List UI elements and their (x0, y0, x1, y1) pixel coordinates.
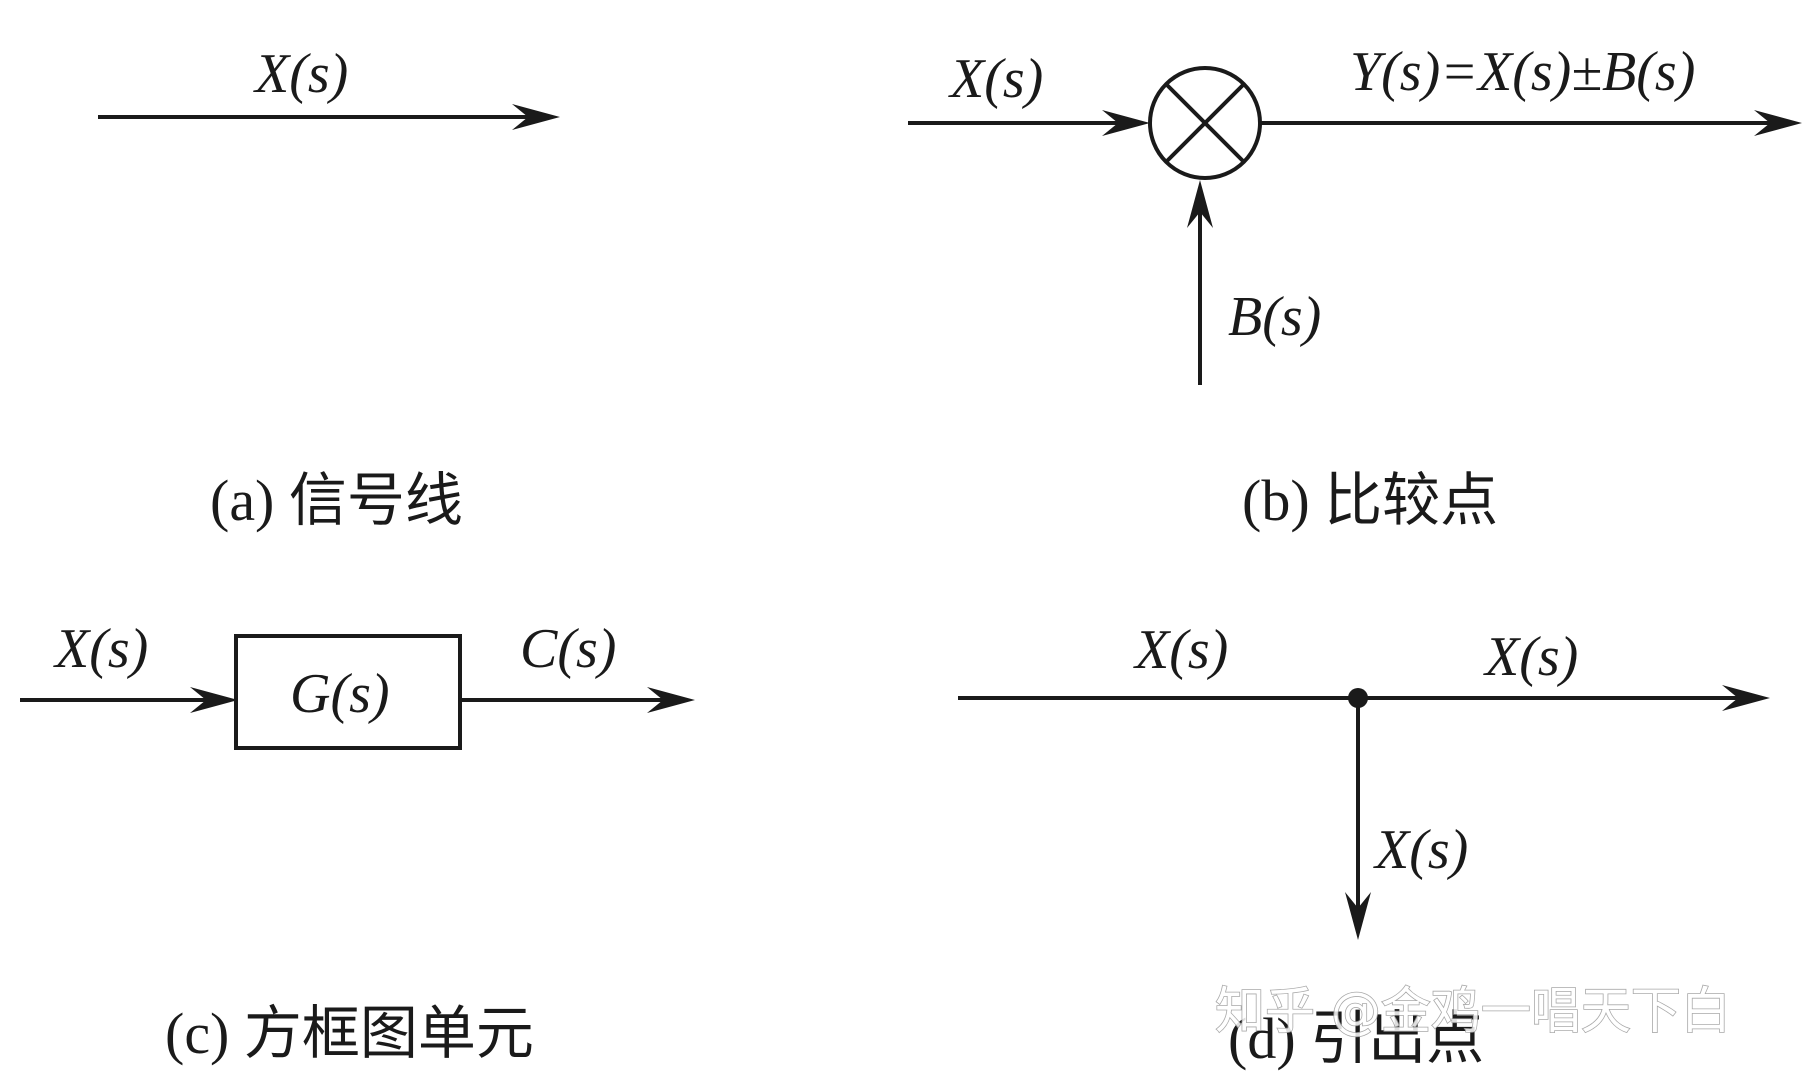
output-label: Y(s)=X(s)±B(s) (1350, 41, 1695, 103)
feedback-label: B(s) (1228, 286, 1321, 348)
summing-cross-2 (1164, 82, 1246, 164)
output-label: X(s) (1483, 626, 1578, 688)
input-label: X(s) (1133, 619, 1228, 681)
watermark-text: 知乎 @金鸡一唱天下白 (1215, 982, 1731, 1040)
panel-a-signal-line: X(s) (a) 信号线 (98, 43, 560, 533)
feedback-arrowhead (1187, 180, 1213, 228)
panel-d-pickoff-point: X(s) X(s) X(s) (d) 引出点 (958, 619, 1770, 1071)
panel-c-block-unit: X(s) G(s) C(s) (c) 方框图单元 (20, 618, 695, 1066)
caption-b: (b) 比较点 (1242, 468, 1498, 533)
output-arrowhead (647, 687, 695, 713)
block-label: G(s) (290, 663, 390, 725)
input-label: X(s) (53, 618, 148, 680)
caption-d: (d) 引出点 (1228, 1006, 1484, 1071)
caption-c: (c) 方框图单元 (165, 1001, 534, 1066)
transfer-function-block (234, 634, 462, 750)
input-arrowhead (190, 687, 238, 713)
panel-b-comparison-point: X(s) Y(s)=X(s)±B(s) B(s) (b) 比较点 (908, 41, 1802, 533)
input-arrowhead (1102, 110, 1150, 136)
caption-a: (a) 信号线 (210, 468, 463, 533)
input-label: X(s) (948, 48, 1043, 110)
signal-line-arrowhead (512, 104, 560, 130)
signal-label: X(s) (253, 43, 348, 105)
branch-label: X(s) (1373, 819, 1468, 881)
output-label: C(s) (520, 618, 616, 680)
branch-arrowhead (1345, 892, 1371, 940)
output-arrowhead (1754, 110, 1802, 136)
output-arrowhead (1722, 685, 1770, 711)
summing-junction (1148, 66, 1262, 180)
